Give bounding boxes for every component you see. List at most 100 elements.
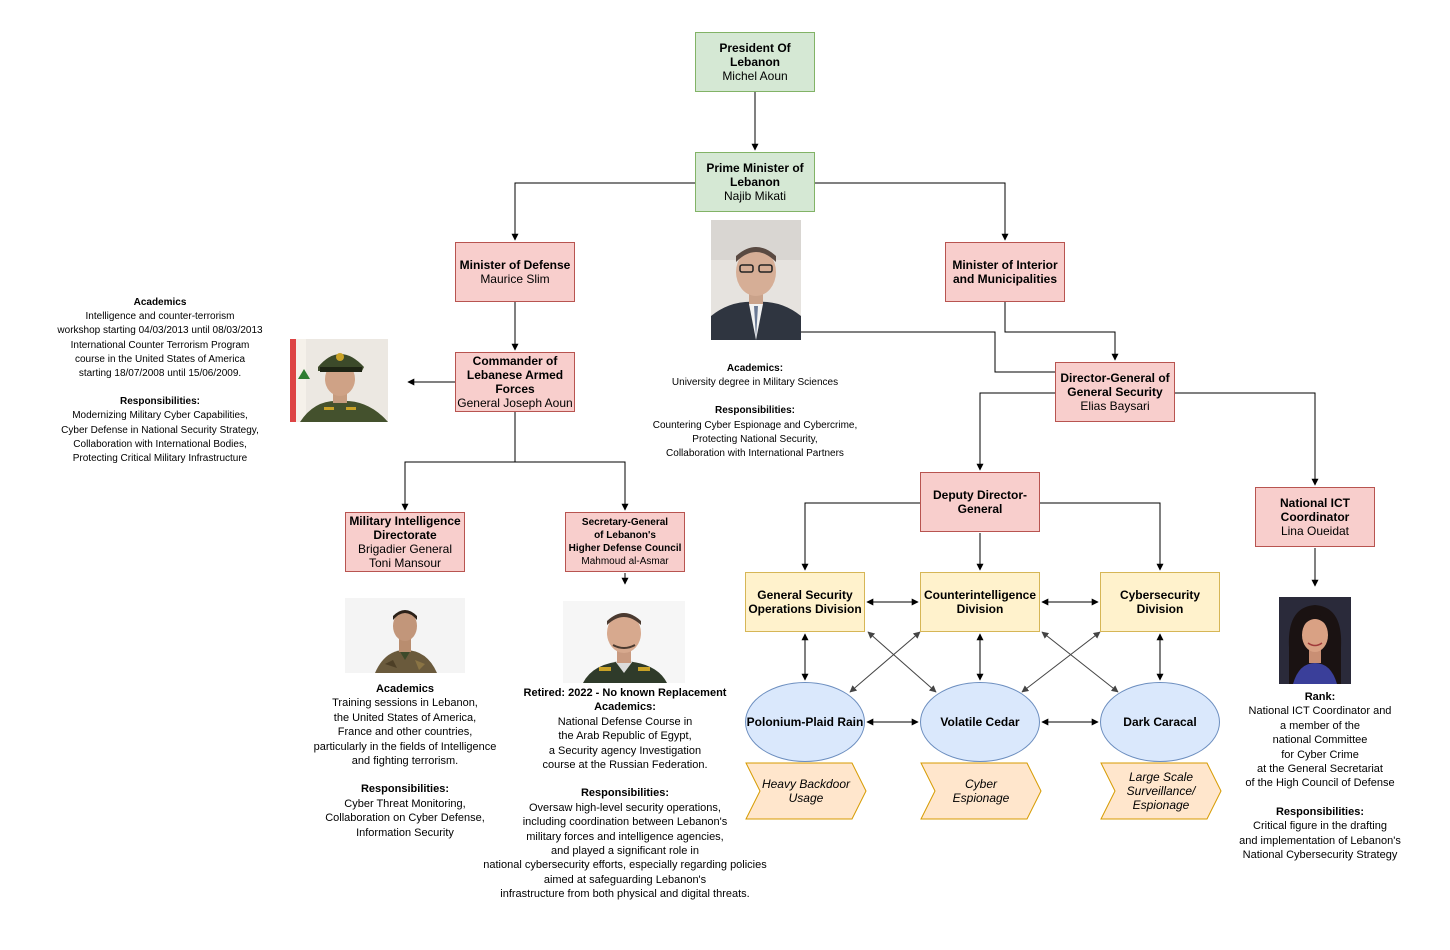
notes-line: International Counter Terrorism Program xyxy=(70,339,250,351)
notes-line: Collaboration on Cyber Defense, xyxy=(325,812,485,825)
edge-ci-polonium xyxy=(849,631,921,693)
edge-cyber-cedar xyxy=(1021,631,1101,693)
edge-deputy-gso xyxy=(801,502,920,571)
notes-line: University degree in Military Sciences xyxy=(671,377,839,389)
cybersec-node: Cybersecurity Division xyxy=(1100,572,1220,632)
counterintel-node: Counterintelligence Division xyxy=(920,572,1040,632)
defense-minister-node: Minister of Defense Maurice Slim xyxy=(455,242,575,302)
notes-line: national Committee xyxy=(1272,734,1368,747)
notes-heading: Responsibilities: xyxy=(580,787,670,800)
notes-secretary-general: Retired: 2022 - No known Replacement Aca… xyxy=(455,686,795,902)
activity-line: Espionage xyxy=(1132,798,1190,812)
dg-security-node: Director-General of General Security Eli… xyxy=(1055,362,1175,422)
cybersec-title: Cybersecurity Division xyxy=(1119,588,1201,616)
activity-line: Surveillance/ xyxy=(1126,784,1196,798)
edge-commander-secgen xyxy=(515,461,629,511)
president-name: Michel Aoun xyxy=(722,69,788,83)
edge-pm-interior xyxy=(815,182,1009,241)
notes-line: Protecting Critical Military Infrastruct… xyxy=(72,453,248,465)
notes-line: a member of the xyxy=(1279,719,1361,732)
notes-line: including coordination between Lebanon's xyxy=(522,816,728,829)
dg-security-name: Elias Baysari xyxy=(1080,399,1150,413)
ict-coordinator-name: Lina Oueidat xyxy=(1280,524,1350,538)
notes-line: Countering Cyber Espionage and Cybercrim… xyxy=(652,419,858,431)
notes-line: Information Security xyxy=(356,826,454,839)
interior-minister-title: Minister of Interior and Municipalities xyxy=(952,258,1058,286)
commander-node: Commander of Lebanese Armed Forces Gener… xyxy=(455,352,575,412)
chevron-shape xyxy=(920,762,1042,820)
chevron-shape xyxy=(745,762,867,820)
notes-dg-security: Academics: University degree in Military… xyxy=(630,362,880,461)
counterintel-title: Counterintelligence Division xyxy=(923,588,1036,616)
notes-heading: Rank: xyxy=(1304,691,1336,703)
notes-line: Training sessions in Lebanon, xyxy=(332,697,478,710)
notes-line: of the High Council of Defense xyxy=(1245,777,1395,790)
deputy-dg-title: Deputy Director-General xyxy=(932,488,1027,516)
edge-ci-caracal xyxy=(1041,631,1119,693)
notes-ict-coordinator: Rank: National ICT Coordinator and a mem… xyxy=(1215,690,1425,862)
notes-line: at the General Secretariat xyxy=(1257,763,1383,776)
notes-line: National Cybersecurity Strategy xyxy=(1242,849,1398,862)
edge-dg-deputy xyxy=(976,392,1055,471)
photo-toni-mansour xyxy=(345,598,465,673)
notes-heading: Responsibilities: xyxy=(1275,805,1365,818)
threat-group-label: Volatile Cedar xyxy=(940,715,1020,729)
threat-group-label: Dark Caracal xyxy=(1123,715,1197,729)
notes-line: and implementation of Lebanon's xyxy=(1239,834,1401,847)
threat-group-dark-caracal: Dark Caracal xyxy=(1100,682,1220,762)
threat-group-volatile-cedar: Volatile Cedar xyxy=(920,682,1040,762)
notes-line: the United States of America, xyxy=(333,711,477,724)
defense-minister-name: Maurice Slim xyxy=(480,272,550,286)
prime-minister-name: Najib Mikati xyxy=(723,189,786,203)
notes-line: Collaboration with International Bodies, xyxy=(73,438,247,450)
photo-joseph-aoun xyxy=(290,339,388,422)
notes-line: a Security agency Investigation xyxy=(548,744,702,757)
commander-title: Commander of Lebanese Armed Forces xyxy=(466,354,564,396)
threat-group-label: Polonium-Plaid Rain xyxy=(746,715,864,729)
notes-heading: Responsibilities: xyxy=(119,396,200,408)
notes-heading: Academics xyxy=(133,297,187,308)
edge-gso-cedar xyxy=(867,631,937,693)
ict-coordinator-node: National ICT Coordinator Lina Oueidat xyxy=(1255,487,1375,547)
edge-pm-defense xyxy=(511,182,696,241)
notes-commander: Academics Intelligence and counter-terro… xyxy=(40,296,280,466)
edge-commander-split xyxy=(401,412,516,511)
retired-note: Retired: 2022 - No known Replacement xyxy=(523,687,727,699)
notes-line: Oversaw high-level security operations, xyxy=(529,801,721,814)
notes-line: Cyber Defense in National Security Strat… xyxy=(61,424,259,436)
military-intel-name-1: Brigadier General xyxy=(357,542,453,556)
edge-dg-ict xyxy=(1175,392,1319,486)
interior-minister-node: Minister of Interior and Municipalities xyxy=(945,242,1065,302)
activity-line: Heavy Backdoor xyxy=(761,777,851,791)
gen-sec-ops-node: General Security Operations Division xyxy=(745,572,865,632)
notes-heading: Responsibilities: xyxy=(714,405,795,417)
notes-line: workshop starting 04/03/2013 until 08/03… xyxy=(57,325,263,337)
notes-heading: Academics: xyxy=(726,363,784,374)
dg-security-title: Director-General of General Security xyxy=(1060,371,1170,399)
secretary-general-node: Secretary-General of Lebanon's Higher De… xyxy=(565,512,685,572)
notes-line: Intelligence and counter-terrorism xyxy=(85,311,235,323)
secretary-general-title-1: Secretary-General xyxy=(581,517,669,528)
notes-heading: Academics xyxy=(375,683,435,695)
photo-mikati xyxy=(711,220,801,340)
activity-line: Usage xyxy=(788,791,824,805)
notes-line: the Arab Republic of Egypt, xyxy=(558,730,692,743)
secretary-general-title-3: Higher Defense Council xyxy=(568,543,682,554)
notes-line: France and other countries, xyxy=(337,726,473,739)
photo-lina-oueidat xyxy=(1279,597,1351,684)
military-intel-node: Military Intelligence Directorate Brigad… xyxy=(345,512,465,572)
military-intel-title: Military Intelligence Directorate xyxy=(349,514,461,542)
edge-deputy-cyber xyxy=(1040,502,1164,571)
notes-line: and fighting terrorism. xyxy=(351,755,459,768)
president-title: President Of Lebanon xyxy=(719,41,791,69)
secretary-general-title-2: of Lebanon's xyxy=(594,530,656,541)
notes-line: National ICT Coordinator and xyxy=(1248,705,1392,718)
edge-interior-dg xyxy=(1004,302,1119,361)
notes-line: Modernizing Military Cyber Capabilities, xyxy=(72,410,248,422)
notes-line: for Cyber Crime xyxy=(1281,748,1359,761)
chevron-shape xyxy=(1100,762,1222,820)
notes-line: and played a significant role in xyxy=(551,845,699,858)
